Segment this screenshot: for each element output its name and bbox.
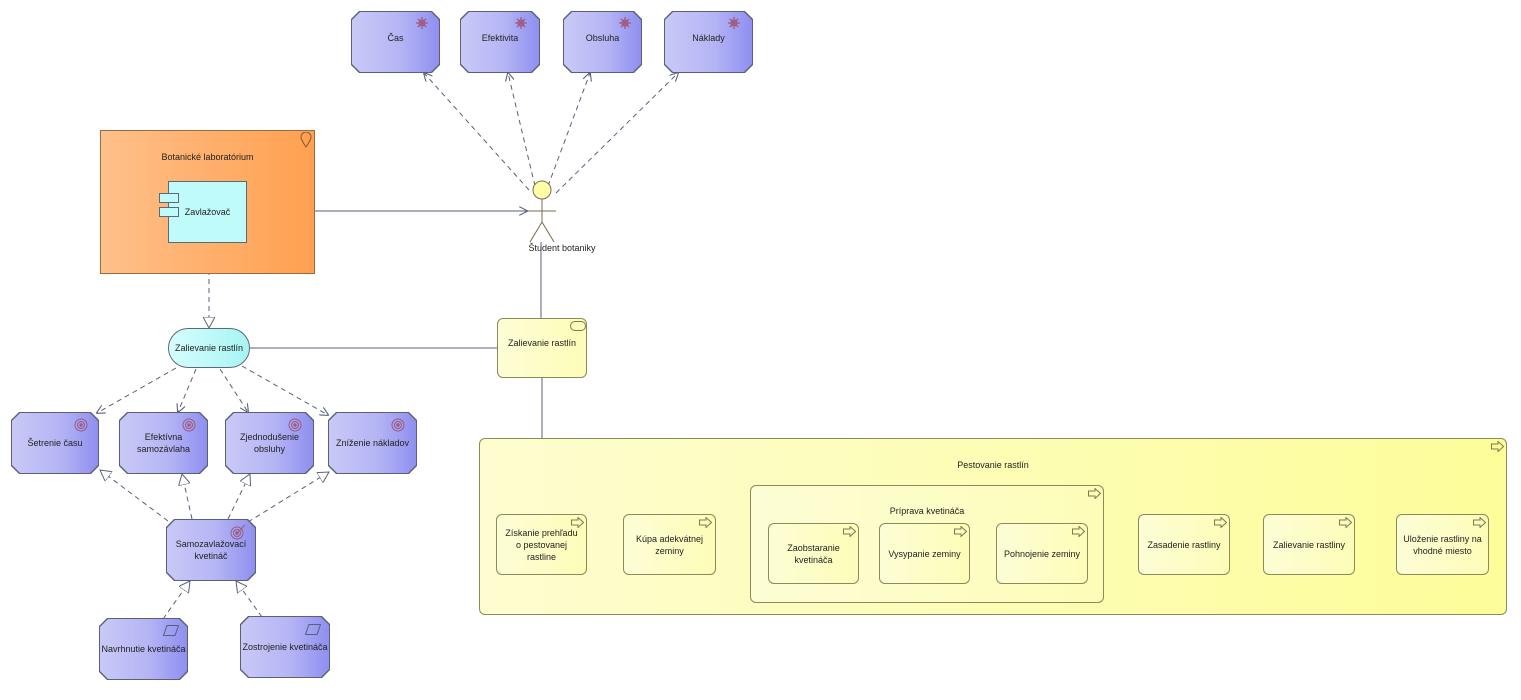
app-service-zalievanie[interactable]: Zalievanie rastlín (168, 328, 250, 368)
process-label: Pohnojenie zeminy (1003, 548, 1081, 559)
influence-line (241, 365, 328, 415)
goal-icon (391, 418, 405, 432)
process-arrow-icon (571, 517, 584, 528)
process-pohnojenie-zeminy[interactable]: Pohnojenie zeminy (996, 523, 1088, 584)
influence-line (547, 73, 590, 187)
driver-icon (416, 17, 428, 29)
subprocess-title: Príprava kvetináča (889, 506, 965, 516)
component-tab-bottom (159, 207, 179, 217)
influence-line (97, 367, 177, 413)
goal-icon (182, 418, 196, 432)
process-ulozenie-rastliny[interactable]: Uloženie rastliny na vhodné miesto (1396, 514, 1489, 575)
app-service-label: Zalievanie rastlín (174, 343, 244, 353)
driver-icon (515, 17, 527, 29)
process-zalievanie-rastliny[interactable]: Zalievanie rastliny (1263, 514, 1355, 575)
component-tab-top (159, 193, 179, 203)
realization-line (100, 470, 169, 522)
realization-line (162, 581, 190, 620)
driver-label: Náklady (692, 33, 725, 43)
deliverable-label: Samozavlažovací kvetináč (175, 539, 247, 561)
process-arrow-icon (1214, 517, 1227, 528)
goal-label: Zníženie nákladov (335, 438, 410, 448)
process-label: Zalievanie rastliny (1272, 539, 1346, 550)
component-label: Zavlažovač (184, 207, 231, 217)
realization-line (236, 581, 263, 618)
influence-line (178, 368, 197, 412)
work-package-label: Navrhnutie kvetináča (101, 644, 186, 654)
deliverable-icon (163, 625, 179, 636)
process-zaobstaranie-kvetinaca[interactable]: Zaobstaranie kvetináča (768, 523, 859, 584)
work-package-label: Zostrojenie kvetináča (242, 642, 328, 652)
goal-label: Šetrenie času (27, 438, 83, 448)
business-service-label: Zalievanie rastlín (507, 338, 577, 348)
influence-line (555, 73, 678, 194)
realization-line (182, 474, 193, 520)
process-arrow-icon (1072, 526, 1085, 537)
driver-efektivita[interactable]: Efektivita (461, 12, 539, 72)
process-title: Pestovanie rastlín (957, 460, 1029, 470)
process-arrow-icon (843, 526, 856, 537)
driver-label: Efektivita (481, 33, 519, 43)
process-kupa-zeminy[interactable]: Kúpa adekvátnej zeminy (623, 514, 716, 575)
realization-line (247, 472, 329, 523)
process-label: Kúpa adekvátnej zeminy (635, 533, 704, 556)
process-label: Uloženie rastliny na vhodné miesto (1403, 533, 1482, 556)
influence-line (424, 73, 530, 191)
service-icon (570, 321, 586, 331)
process-label: Vysypanie zeminy (888, 548, 961, 559)
goal-icon (74, 418, 88, 432)
goal-icon (288, 418, 302, 432)
location-label: Botanické laboratórium (161, 152, 254, 162)
outcome-icon (230, 524, 246, 540)
goal-label: Efektívna samozávlaha (136, 432, 191, 454)
influence-line (508, 73, 536, 187)
process-arrow-icon (954, 526, 967, 537)
process-arrow-icon (1473, 517, 1486, 528)
deliverable-icon (305, 624, 321, 635)
driver-label: Čas (387, 33, 404, 43)
process-arrow-icon (699, 517, 712, 528)
process-arrow-icon (1088, 488, 1101, 499)
component-zavlazovac[interactable]: Zavlažovač (168, 181, 247, 243)
process-label: Zaobstaranie kvetináča (787, 542, 840, 565)
process-ziskanie-prehladu[interactable]: Získanie prehľadu o pestovanej rastline (496, 514, 587, 575)
goal-znizenie-nakladov[interactable]: Zníženie nákladov (329, 413, 416, 473)
actor-icon[interactable] (525, 178, 559, 244)
goal-zjednodusenie-obsluhy[interactable]: Zjednodušenie obsluhy (226, 413, 313, 473)
work-package-navrhnutie[interactable]: Navrhnutie kvetináča (100, 619, 187, 679)
driver-icon (619, 17, 631, 29)
process-arrow-icon (1339, 517, 1352, 528)
influence-line (219, 368, 248, 412)
driver-naklady[interactable]: Náklady (665, 12, 752, 72)
business-service-zalievanie[interactable]: Zalievanie rastlín (497, 318, 587, 378)
goal-label: Zjednodušenie obsluhy (239, 432, 300, 454)
actor-label: Študent botaniky (528, 243, 596, 253)
driver-label: Obsluha (585, 33, 620, 43)
realization-line (227, 474, 250, 520)
goal-efektivna-samozavlaha[interactable]: Efektívna samozávlaha (120, 413, 207, 473)
process-arrow-icon (1491, 441, 1504, 452)
work-package-zostrojenie[interactable]: Zostrojenie kvetináča (241, 617, 329, 677)
driver-icon (728, 17, 740, 29)
process-label: Zasadenie rastliny (1147, 539, 1221, 550)
process-label: Získanie prehľadu o pestovanej rastline (505, 527, 578, 562)
location-icon (300, 132, 312, 148)
